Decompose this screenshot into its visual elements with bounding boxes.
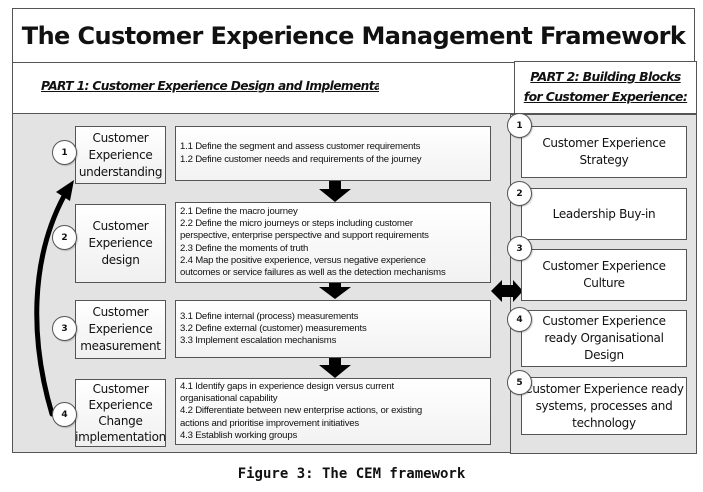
part2-heading-line-1: PART 2: Building Blocks [530,69,681,84]
detail-line: 4.2 Differentiate between new enterprise… [180,405,423,417]
detail-line: perspective, enterprise perspective and … [180,230,429,242]
framework-title-box: The Customer Experience Management Frame… [12,8,695,63]
block-number-badge: 4 [507,307,532,332]
stage-box-measurement: Customer Experience measurement [75,300,166,359]
block-label-line: systems, processes and [535,398,673,413]
detail-line: 4.3 Establish working groups [180,429,298,441]
block-label-line: Leadership Buy-in [552,206,656,221]
stage-label-line: Customer [92,382,149,396]
stage-label-line: Experience [88,147,153,162]
detail-line: 2.3 Define the moments of truth [180,242,309,254]
stage-number-badge: 2 [52,225,77,250]
building-block-culture: Customer Experience Culture [521,249,687,301]
block-label-line: Strategy [579,153,629,167]
stage-label-line: design [101,253,140,267]
double-arrow [491,280,523,302]
down-arrow-2 [319,280,351,299]
part1-header: PART 1: Customer Experience Design and I… [12,62,464,114]
detail-line: 2.1 Define the macro journey [180,205,298,217]
stage-details-understanding: 1.1 Define the segment and assess custom… [175,126,491,181]
stage-number-badge: 1 [52,140,77,165]
detail-line: 1.2 Define customer needs and requiremen… [180,153,422,165]
stage-box-change-implementation: Customer Experience Change implementatio… [75,379,166,447]
stage-details-design: 2.1 Define the macro journey 2.2 Define … [175,202,491,283]
stage-number-badge: 4 [52,402,77,427]
part2-header: PART 2: Building Blocks for Customer Exp… [514,61,697,114]
block-label-line: ready Organisational [544,331,664,345]
detail-line: 3.3 Implement escalation mechanisms [180,335,337,347]
building-block-leadership: Leadership Buy-in [521,188,687,240]
stage-label-line: Customer [92,130,149,145]
detail-line: actions and prioritise improvement initi… [180,417,360,429]
stage-box-understanding: Customer Experience understanding [75,126,166,184]
building-block-organisational-design: Customer Experience ready Organisational… [521,310,687,367]
block-number-badge: 2 [507,181,532,206]
stage-label-line: Experience [88,398,153,412]
stage-label-line: Change [98,414,143,428]
block-label-line: Customer Experience [542,259,666,273]
detail-line: 2.4 Map the positive experience, versus … [180,254,426,266]
block-number-badge: 1 [507,113,532,138]
stage-number-badge: 3 [52,316,77,341]
stage-label-line: Customer [92,219,149,233]
detail-line: 4.1 Identify gaps in experience design v… [180,380,394,392]
block-label-line: Design [584,348,624,362]
part2-heading-line-2: for Customer Experience: [523,89,688,104]
part1-heading: PART 1: Customer Experience Design and I… [41,79,464,93]
down-arrow-3 [319,356,351,378]
framework-title: The Customer Experience Management Frame… [21,21,686,50]
feedback-arrow-head [56,180,74,201]
block-number-badge: 5 [507,370,532,395]
figure-caption: Figure 3: The CEM framework [237,466,466,482]
block-label-line: Culture [583,276,625,290]
down-arrow-1 [319,181,351,202]
stage-label-line: implementation [75,430,166,444]
stage-label-line: Experience [88,236,153,250]
building-block-strategy: Customer Experience Strategy [521,126,687,178]
building-block-systems: Customer Experience ready systems, proce… [521,377,687,435]
stage-label-line: Customer [92,305,149,319]
block-label-line: technology [572,415,636,430]
stage-box-design: Customer Experience design [75,204,166,283]
stage-label-line: understanding [78,164,163,179]
block-label-line: Customer Experience ready [524,381,684,396]
detail-line: 1.1 Define the segment and assess custom… [180,141,421,153]
stage-details-measurement: 3.1 Define internal (process) measuremen… [175,300,491,358]
stage-label-line: measurement [80,339,161,353]
detail-line: outcomes or service failures as well as … [180,267,446,279]
block-label-line: Customer Experience [542,136,666,150]
detail-line: 3.2 Define external (customer) measureme… [180,322,367,334]
detail-line: organisational capability [180,393,278,405]
detail-line: 2.2 Define the micro journeys or steps i… [180,217,413,229]
block-number-badge: 3 [507,236,532,261]
stage-details-change-implementation: 4.1 Identify gaps in experience design v… [175,378,491,445]
stage-label-line: Experience [88,322,153,336]
feedback-arrow-shaft [34,193,67,417]
block-label-line: Customer Experience [542,314,666,328]
detail-line: 3.1 Define internal (process) measuremen… [180,310,359,322]
